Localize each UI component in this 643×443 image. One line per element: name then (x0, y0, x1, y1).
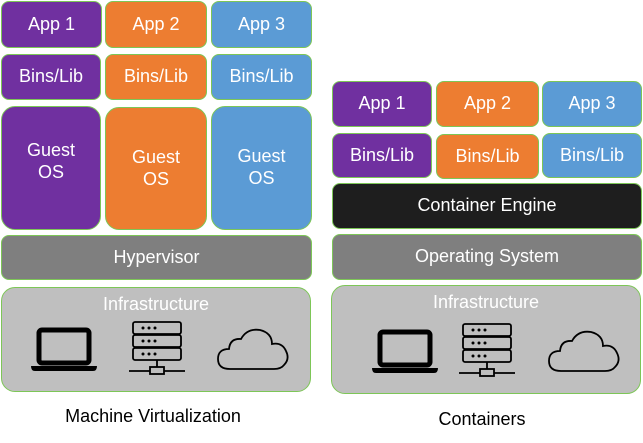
hypervisor-label: Hypervisor (113, 246, 200, 267)
containers-caption: Containers (438, 409, 526, 429)
ct-bins-2-label: Bins/Lib (455, 145, 520, 166)
server-icon (459, 323, 515, 377)
vm-guest-os-3: Guest OS (211, 106, 312, 230)
vm-bins-2: Bins/Lib (105, 54, 207, 100)
vm-app-3-label: App 3 (237, 13, 286, 34)
laptop-icon (372, 329, 438, 373)
container-engine-layer: Container Engine (332, 183, 642, 229)
vm-bins-1: Bins/Lib (1, 54, 101, 100)
vm-app-1-label: App 1 (27, 13, 76, 34)
ct-infrastructure-label: Infrastructure (432, 292, 540, 312)
cloud-icon (548, 330, 620, 372)
vm-guest-os-3-label: Guest OS (237, 146, 286, 188)
container-engine-label: Container Engine (417, 195, 557, 216)
vm-guest-os-2-label: Guest OS (131, 146, 181, 189)
ct-app-1: App 1 (332, 81, 432, 127)
vm-guest-os-1: Guest OS (1, 106, 101, 230)
ct-infrastructure: Infrastructure (331, 285, 641, 394)
ct-app-2-label: App 2 (463, 93, 512, 114)
operating-system-layer: Operating System (332, 234, 642, 280)
vm-bins-2-label: Bins/Lib (123, 66, 189, 87)
vm-app-1: App 1 (1, 1, 102, 48)
ct-bins-2: Bins/Lib (436, 134, 539, 179)
vm-app-2-label: App 2 (132, 13, 180, 34)
vm-infrastructure-label: Infrastructure (102, 294, 210, 314)
ct-bins-1: Bins/Lib (332, 133, 432, 178)
server-icon (129, 321, 185, 375)
ct-app-3: App 3 (542, 81, 642, 127)
vm-app-2: App 2 (105, 1, 207, 48)
vm-bins-1-label: Bins/Lib (18, 66, 84, 87)
operating-system-label: Operating System (414, 246, 560, 267)
vm-bins-3-label: Bins/Lib (229, 66, 294, 87)
vm-app-3: App 3 (211, 1, 312, 48)
hypervisor-layer: Hypervisor (1, 235, 312, 280)
vm-guest-os-1-label: Guest OS (26, 140, 76, 182)
ct-app-3-label: App 3 (568, 93, 616, 114)
vm-infrastructure: Infrastructure (1, 287, 311, 392)
vm-caption: Machine Virtualization (65, 406, 241, 426)
ct-app-2: App 2 (436, 81, 539, 127)
ct-bins-3: Bins/Lib (542, 133, 642, 178)
ct-app-1-label: App 1 (358, 93, 406, 114)
vm-guest-os-2: Guest OS (105, 107, 207, 230)
ct-bins-1-label: Bins/Lib (349, 144, 415, 165)
cloud-icon (217, 328, 289, 370)
laptop-icon (31, 327, 97, 371)
ct-bins-3-label: Bins/Lib (559, 144, 625, 165)
vm-bins-3: Bins/Lib (211, 54, 312, 100)
